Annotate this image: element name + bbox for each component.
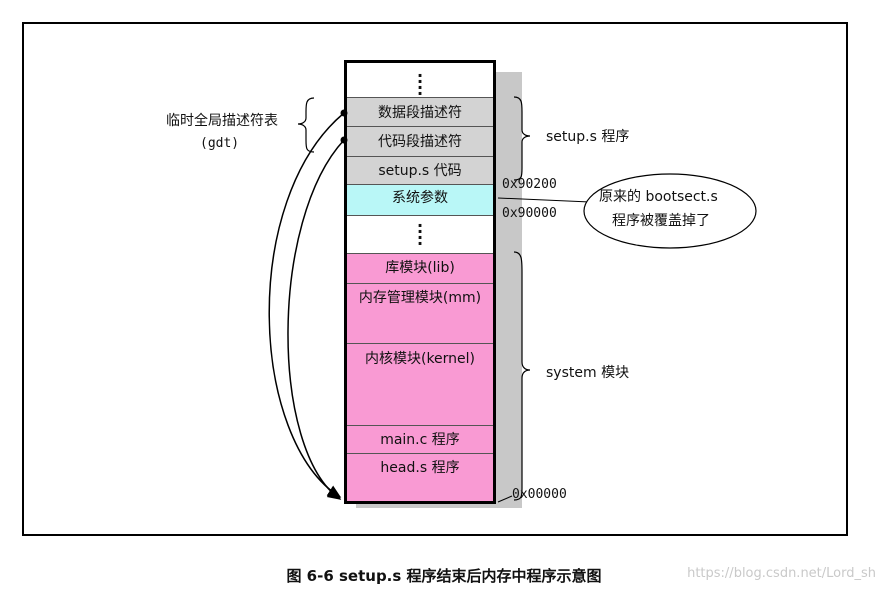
tick-0x00000: [497, 495, 513, 503]
system-brace: [513, 251, 531, 501]
figure-caption: 图 6-6 setup.s 程序结束后内存中程序示意图: [286, 567, 602, 585]
block-head: head.s 程序: [347, 454, 493, 501]
addr-0x90000: 0x90000: [502, 206, 557, 221]
addr-0x00000: 0x00000: [512, 487, 567, 502]
ellipsis-middle: ····: [416, 216, 424, 253]
block-setup-code: setup.s 代码: [347, 157, 493, 185]
block-system-params: 系统参数: [347, 185, 493, 216]
system-label: system 模块: [546, 365, 630, 381]
code-desc-arrow: [287, 139, 345, 500]
ellipsis-top: ····: [416, 66, 424, 103]
block-mm: 内存管理模块(mm): [347, 284, 493, 344]
memory-column: ···· 数据段描述符 代码段描述符 setup.s 代码 系统参数 ···· …: [344, 60, 496, 504]
gdt-title-label: 临时全局描述符表: [166, 113, 278, 129]
callout-line1: 原来的 bootsect.s: [599, 189, 718, 205]
gdt-brace: [297, 97, 315, 153]
setup-brace: [513, 96, 531, 181]
diagram-frame: [22, 22, 848, 536]
addr-0x90200: 0x90200: [502, 177, 557, 192]
block-kernel: 内核模块(kernel): [347, 344, 493, 426]
data-desc-arrow: [268, 112, 345, 498]
block-code-segment-descriptor: 代码段描述符: [347, 127, 493, 157]
block-lib: 库模块(lib): [347, 253, 493, 284]
callout-pointer: [497, 197, 591, 203]
block-main: main.c 程序: [347, 426, 493, 454]
callout-ellipse: [583, 173, 757, 249]
setup-label: setup.s 程序: [546, 129, 630, 145]
watermark: https://blog.csdn.net/Lord_sh: [687, 566, 876, 581]
callout-line2: 程序被覆盖掉了: [612, 213, 710, 229]
block-data-segment-descriptor: 数据段描述符: [347, 97, 493, 127]
gdt-short-label: (gdt): [200, 136, 240, 151]
